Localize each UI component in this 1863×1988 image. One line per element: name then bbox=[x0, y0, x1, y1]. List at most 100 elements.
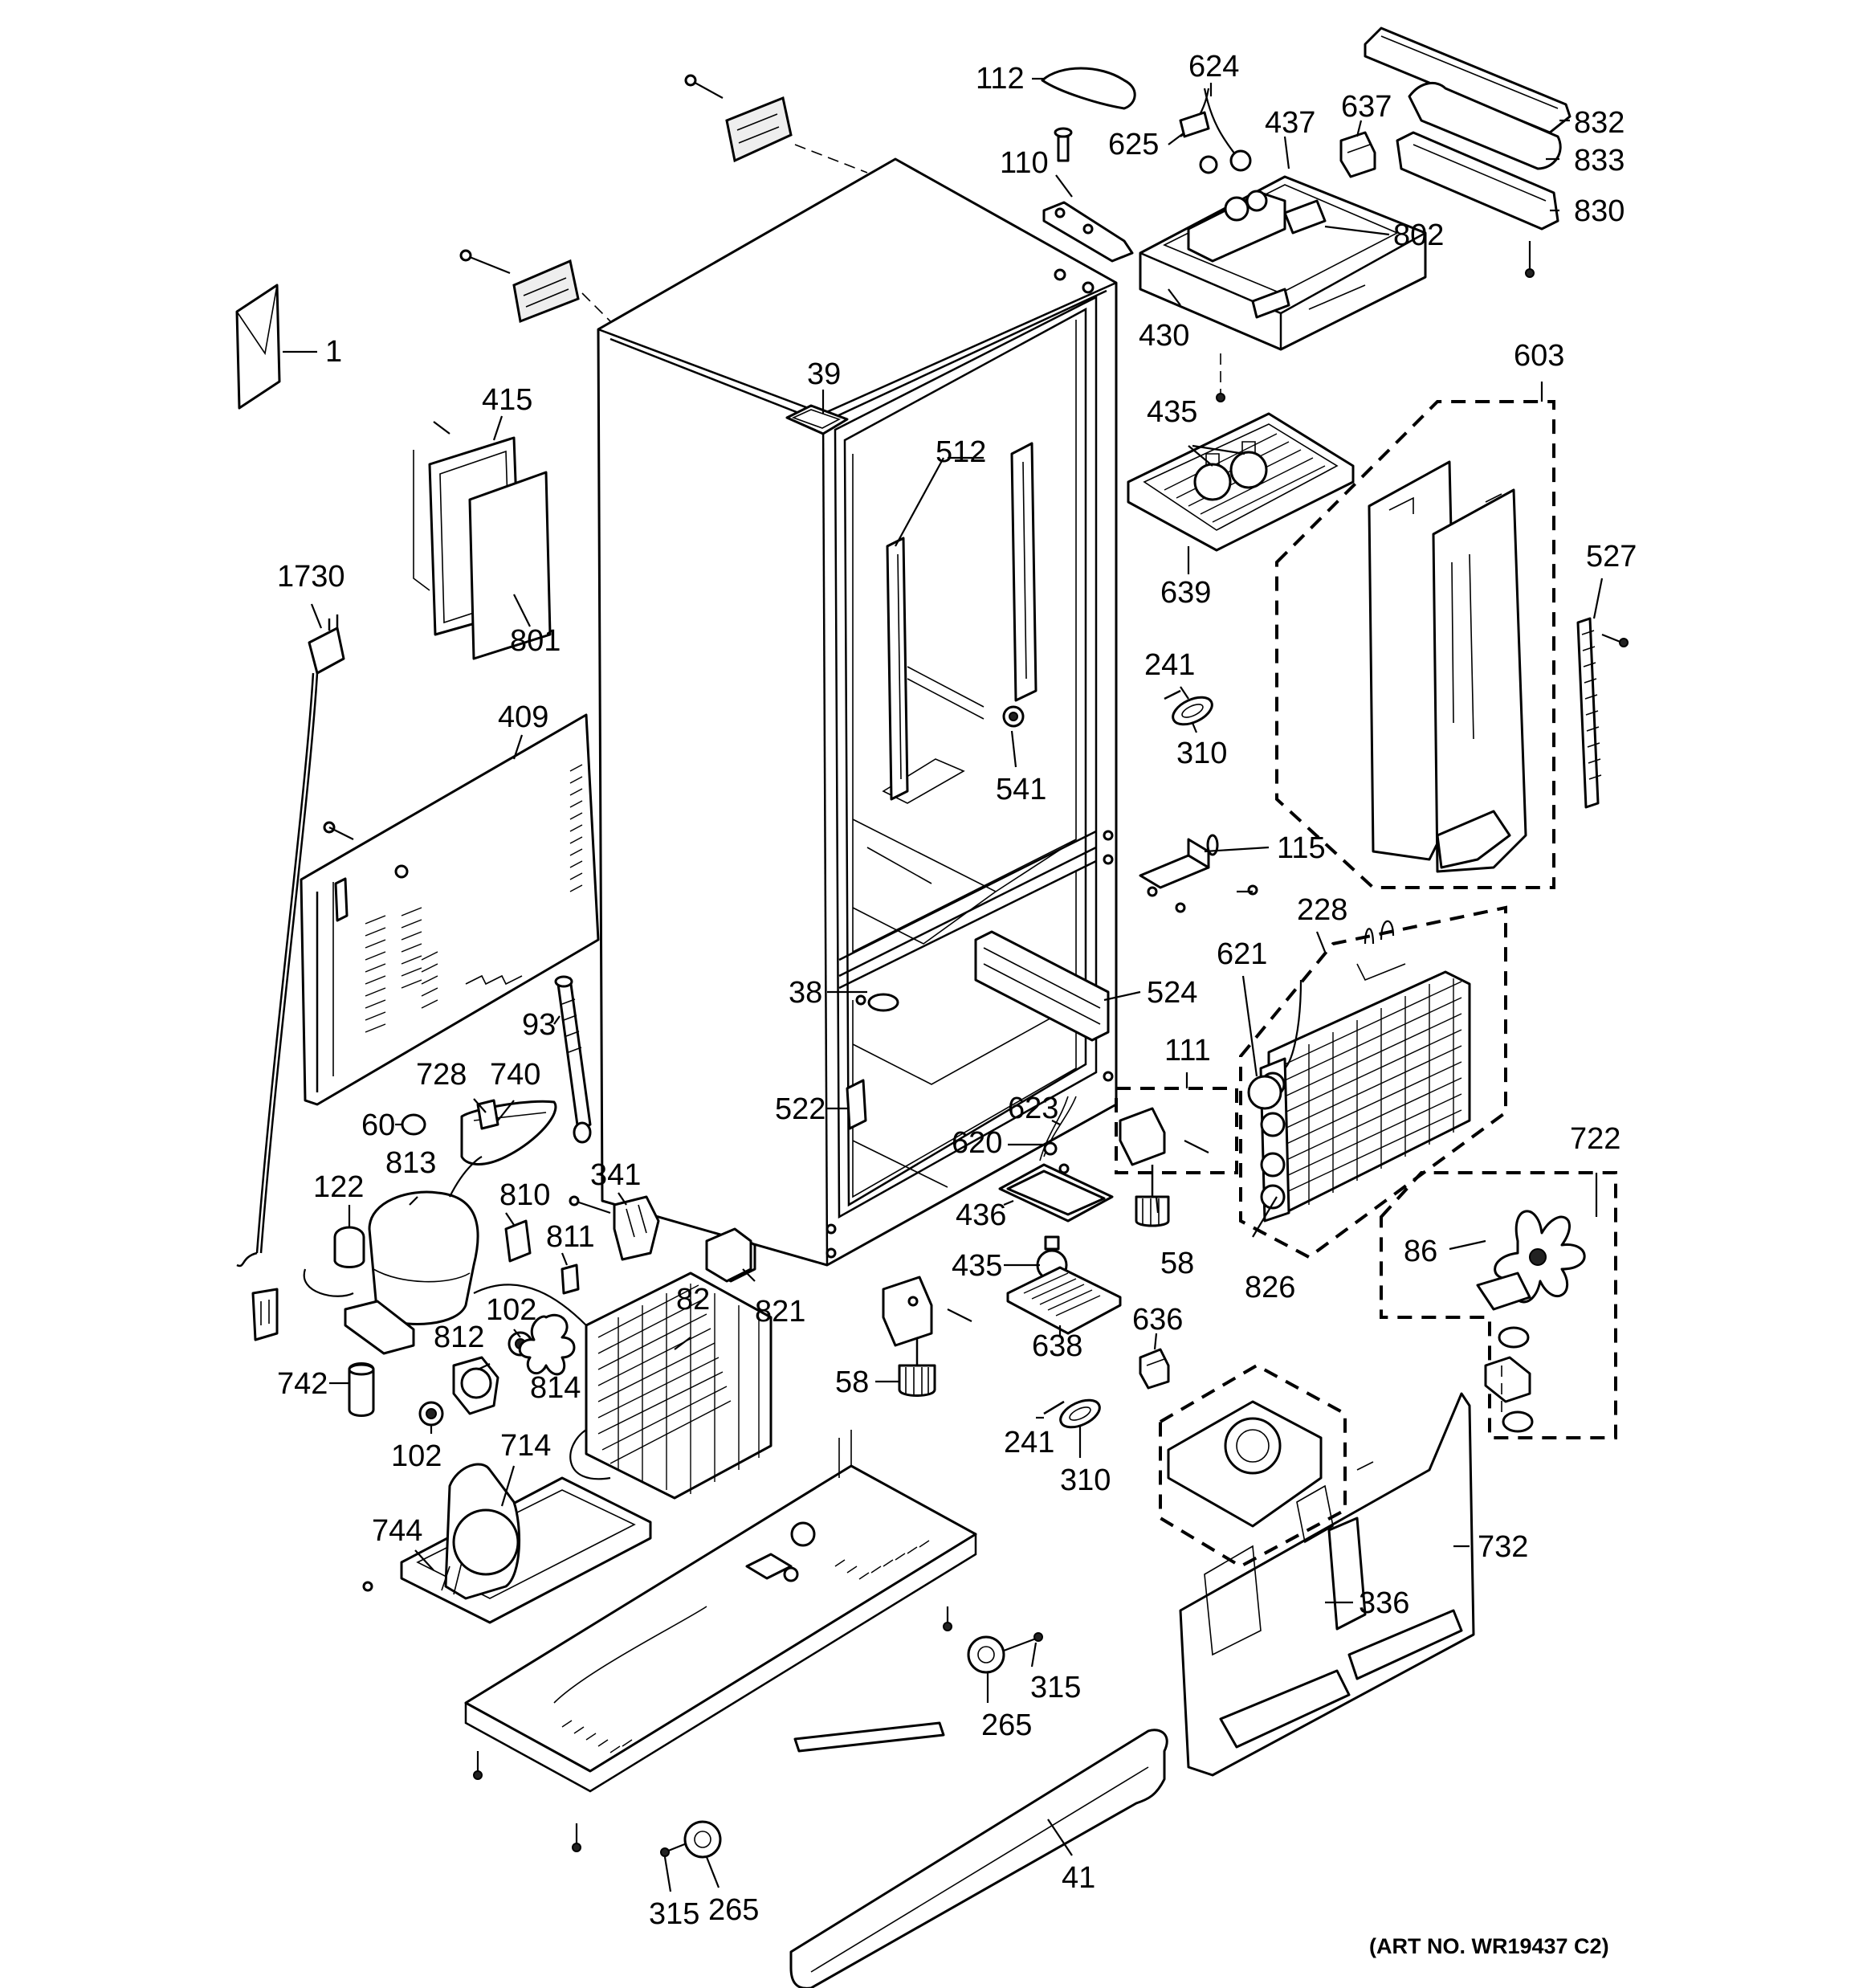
label-512: 512 bbox=[936, 435, 986, 469]
base-rail bbox=[793, 1721, 945, 1753]
label-813: 813 bbox=[385, 1146, 436, 1180]
label-621: 621 bbox=[1217, 937, 1267, 971]
label-811: 811 bbox=[546, 1220, 595, 1254]
label-541: 541 bbox=[996, 773, 1046, 806]
label-241-bottom: 241 bbox=[1004, 1426, 1054, 1459]
label-728: 728 bbox=[416, 1058, 467, 1092]
art-number: (ART NO. WR19437 C2) bbox=[1369, 1934, 1609, 1958]
label-102-top: 102 bbox=[486, 1293, 536, 1327]
label-93: 93 bbox=[522, 1008, 556, 1042]
label-625: 625 bbox=[1108, 128, 1159, 161]
label-814: 814 bbox=[530, 1371, 581, 1405]
label-241-top: 241 bbox=[1144, 648, 1195, 682]
label-722: 722 bbox=[1570, 1122, 1620, 1156]
label-833: 833 bbox=[1574, 144, 1625, 178]
label-409: 409 bbox=[498, 700, 548, 734]
label-714: 714 bbox=[500, 1429, 551, 1463]
label-639: 639 bbox=[1160, 576, 1211, 610]
label-86: 86 bbox=[1404, 1235, 1437, 1268]
label-341: 341 bbox=[590, 1158, 641, 1192]
part-603-air-duct bbox=[1275, 400, 1555, 889]
label-102-bottom: 102 bbox=[391, 1439, 442, 1473]
part-821-capacitor bbox=[705, 1227, 752, 1283]
label-742: 742 bbox=[277, 1367, 328, 1401]
part-541-grommet bbox=[1002, 705, 1025, 728]
label-435-bottom: 435 bbox=[952, 1249, 1002, 1283]
label-58-right: 58 bbox=[1160, 1247, 1194, 1280]
part-409-rear-cover bbox=[300, 713, 600, 1106]
part-241-310-lamp-covers bbox=[1043, 689, 1213, 1429]
part-41-kickplate bbox=[789, 1729, 1168, 1988]
part-415-801-panels bbox=[413, 421, 552, 660]
part-714-744-drain-pan bbox=[362, 1463, 652, 1624]
label-82: 82 bbox=[676, 1283, 710, 1316]
label-415: 415 bbox=[482, 383, 532, 417]
part-722-evap-fan-group bbox=[1380, 1171, 1617, 1439]
label-115: 115 bbox=[1277, 831, 1326, 865]
label-826: 826 bbox=[1245, 1271, 1295, 1304]
label-801: 801 bbox=[510, 624, 561, 658]
label-740: 740 bbox=[490, 1058, 540, 1092]
label-830: 830 bbox=[1574, 194, 1625, 228]
label-228: 228 bbox=[1297, 893, 1347, 927]
part-93-drain-tube bbox=[554, 975, 592, 1144]
part-1730-power-cord bbox=[236, 614, 345, 1341]
part-228-evaporator bbox=[1239, 905, 1507, 1259]
label-315-left: 315 bbox=[649, 1897, 699, 1931]
part-1-literature bbox=[235, 284, 281, 410]
label-38: 38 bbox=[789, 976, 822, 1010]
part-82-condenser bbox=[569, 1272, 773, 1500]
part-110-112-top-hinge bbox=[1041, 67, 1136, 263]
part-265-315-rollers bbox=[660, 1632, 1043, 1859]
label-527: 527 bbox=[1586, 540, 1637, 574]
part-number-labels: 1 1730 415 801 409 39 512 541 112 110 62… bbox=[277, 50, 1637, 1958]
label-821: 821 bbox=[755, 1295, 805, 1329]
label-315-right: 315 bbox=[1030, 1671, 1081, 1704]
part-58-leveling-legs bbox=[882, 1107, 1209, 1397]
machine-compartment-base bbox=[464, 1430, 977, 1852]
label-810: 810 bbox=[499, 1178, 550, 1212]
label-60: 60 bbox=[361, 1108, 395, 1142]
label-122: 122 bbox=[313, 1170, 364, 1204]
label-744: 744 bbox=[372, 1514, 422, 1548]
label-336: 336 bbox=[1359, 1586, 1409, 1620]
part-39-label-pad bbox=[785, 404, 849, 435]
leader-lines bbox=[283, 77, 1604, 1892]
label-41: 41 bbox=[1062, 1861, 1095, 1895]
label-436: 436 bbox=[956, 1198, 1006, 1232]
label-430: 430 bbox=[1139, 319, 1189, 353]
label-111: 111 bbox=[1164, 1034, 1211, 1067]
label-638: 638 bbox=[1032, 1329, 1082, 1363]
part-624-625-harness bbox=[1179, 88, 1252, 174]
part-812-condenser-fan bbox=[418, 1284, 587, 1427]
freezer-light-assembly bbox=[998, 1096, 1122, 1335]
part-111-group bbox=[1115, 1087, 1238, 1174]
label-637: 637 bbox=[1341, 90, 1392, 124]
label-732: 732 bbox=[1478, 1530, 1528, 1564]
label-620: 620 bbox=[952, 1126, 1002, 1160]
label-265-right: 265 bbox=[981, 1708, 1032, 1742]
label-310-top: 310 bbox=[1176, 737, 1227, 770]
part-60-728-740 bbox=[401, 1099, 557, 1165]
part-527-strip bbox=[1576, 617, 1629, 809]
part-813-compressor bbox=[303, 1156, 483, 1355]
label-522: 522 bbox=[775, 1092, 826, 1126]
label-39: 39 bbox=[807, 357, 841, 391]
part-639-light-shield bbox=[1127, 412, 1355, 552]
label-58-left: 58 bbox=[835, 1365, 869, 1399]
label-1730: 1730 bbox=[277, 560, 345, 594]
label-812: 812 bbox=[434, 1321, 484, 1354]
label-832: 832 bbox=[1574, 106, 1625, 140]
part-636-switch bbox=[1139, 1348, 1170, 1390]
label-112: 112 bbox=[976, 62, 1025, 96]
label-1: 1 bbox=[325, 335, 342, 369]
part-742-grommet bbox=[348, 1362, 375, 1417]
part-115-center-hinge bbox=[1139, 834, 1258, 913]
part-512-shelf-rails bbox=[886, 442, 1037, 801]
label-265-left: 265 bbox=[708, 1893, 759, 1927]
freezer-parts bbox=[846, 930, 1110, 1130]
label-437: 437 bbox=[1265, 106, 1315, 140]
label-435-top: 435 bbox=[1147, 395, 1197, 429]
part-430-control-housing bbox=[1139, 175, 1427, 402]
label-624: 624 bbox=[1188, 50, 1239, 84]
